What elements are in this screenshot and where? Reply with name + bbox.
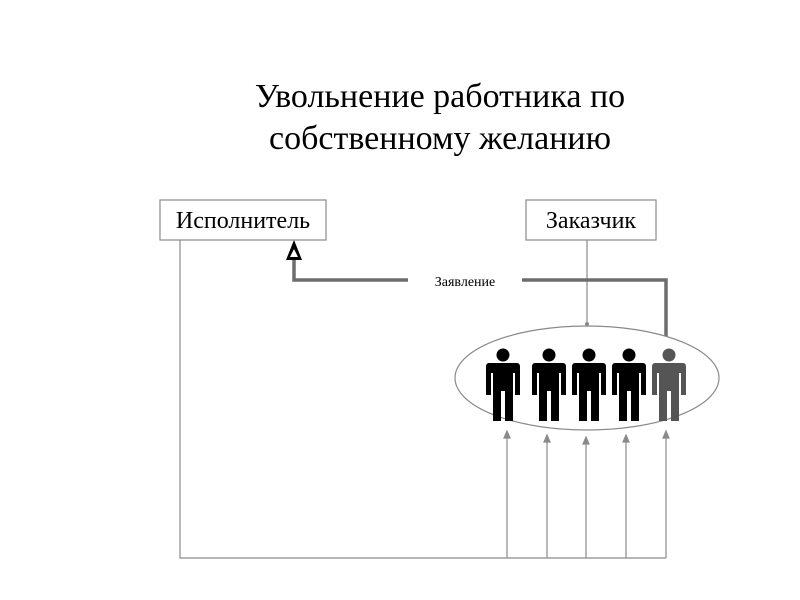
customer-label: Заказчик — [546, 208, 637, 234]
application-arrow-right-segment — [522, 278, 668, 340]
customer-link-dot — [585, 322, 589, 326]
application-arrow-left-segment — [292, 256, 408, 282]
executor-box — [159, 199, 327, 241]
return-line — [179, 240, 666, 559]
page-title: Увольнение работника по собственному жел… — [0, 76, 800, 160]
title-line-1: Увольнение работника по — [254, 78, 626, 115]
customer-box — [525, 199, 657, 241]
executor-label: Исполнитель — [176, 208, 310, 234]
application-label: Заявление — [435, 275, 496, 290]
up-arrowhead-3 — [582, 435, 590, 445]
triangle-arrowhead-icon — [286, 240, 302, 260]
up-arrowhead-4 — [622, 433, 630, 443]
title-line-2: собственному желанию — [268, 120, 612, 157]
up-arrowhead-1 — [503, 429, 511, 439]
upward-arrows — [503, 429, 670, 558]
up-arrowhead-5 — [662, 429, 670, 439]
up-arrowhead-2 — [543, 433, 551, 443]
